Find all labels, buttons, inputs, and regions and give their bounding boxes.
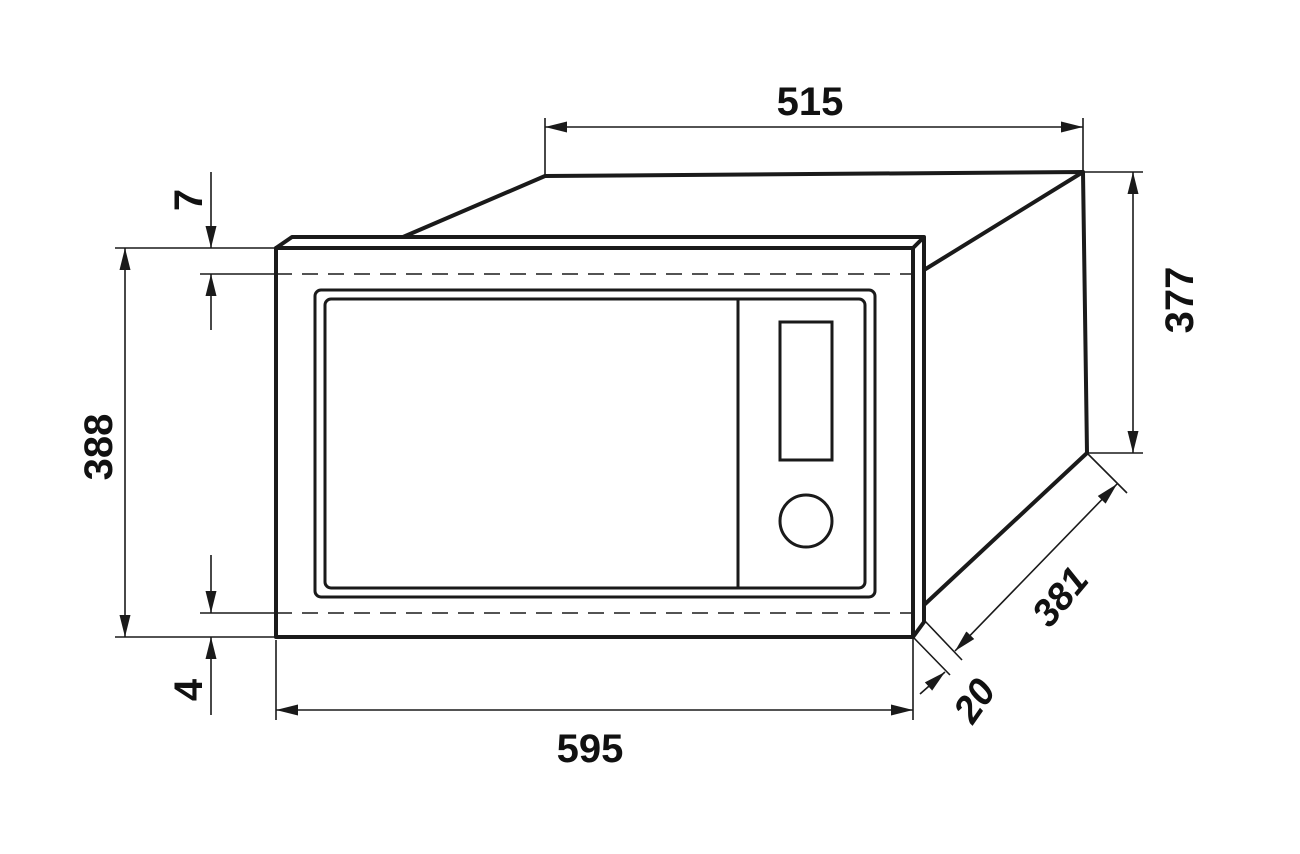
- label-515: 515: [777, 80, 844, 124]
- control-knob: [778, 493, 834, 549]
- dimension-20: 20: [912, 636, 1004, 732]
- label-20: 20: [945, 672, 1004, 732]
- display-panel: [778, 320, 834, 462]
- label-377: 377: [1158, 267, 1202, 334]
- dimension-4: 4: [167, 555, 276, 715]
- dimension-381: 381: [923, 452, 1128, 661]
- label-381: 381: [1024, 560, 1097, 636]
- label-4: 4: [167, 678, 211, 701]
- label-595: 595: [557, 727, 624, 771]
- door: [313, 288, 877, 599]
- dimension-388: 388: [77, 247, 276, 638]
- label-388: 388: [77, 414, 121, 481]
- dimension-377: 377: [1083, 171, 1202, 454]
- front-frame: [274, 235, 926, 639]
- dimension-595: 595: [275, 637, 914, 771]
- dimension-7: 7: [167, 172, 276, 330]
- dimension-515: 515: [544, 80, 1084, 176]
- label-7: 7: [167, 189, 211, 211]
